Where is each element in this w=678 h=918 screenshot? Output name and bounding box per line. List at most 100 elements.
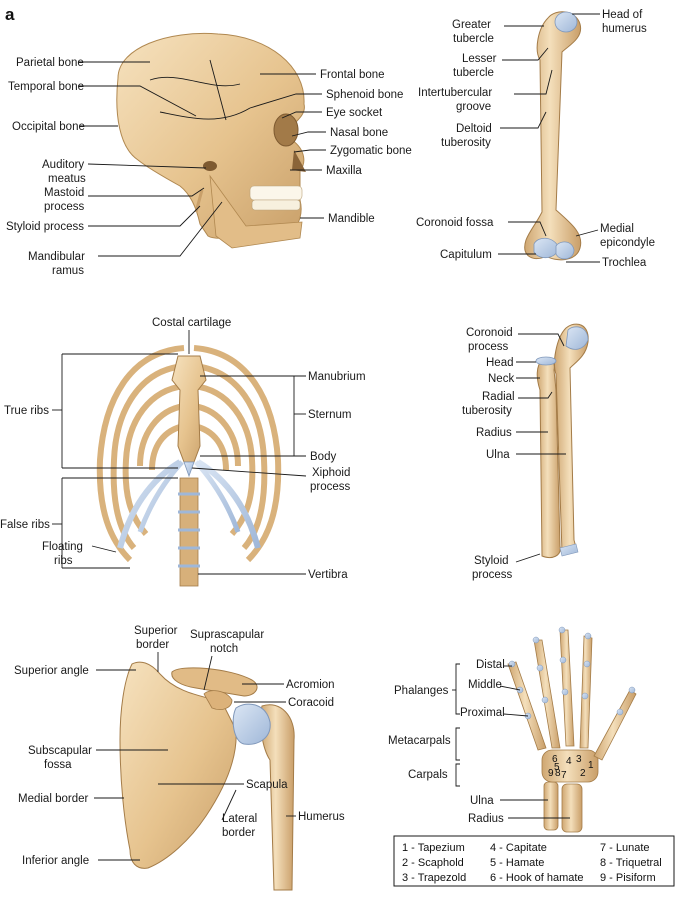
label-vertibra: Vertibra — [308, 569, 348, 581]
label-distal: Distal — [476, 659, 505, 671]
label-radial: Radial — [482, 391, 515, 403]
label-radius: Radius — [476, 427, 512, 439]
legend-item-2: 2 - Scaphold — [402, 857, 464, 869]
legend-item-9: 9 - Pisiform — [600, 872, 656, 884]
hand-labels: Distal Phalanges Middle Proximal Metacar… — [388, 659, 594, 825]
label-parietal-bone: Parietal bone — [16, 57, 84, 69]
label-neck: Neck — [488, 373, 514, 385]
legend-item-7: 7 - Lunate — [600, 842, 650, 854]
carpal-num-6: 6 — [552, 754, 558, 765]
label-proximal: Proximal — [460, 707, 505, 719]
label-phalanges: Phalanges — [394, 685, 449, 697]
legend-item-4: 4 - Capitate — [490, 842, 547, 854]
ribcage-leaders — [52, 330, 307, 575]
label-nasal-bone: Nasal bone — [330, 127, 388, 139]
label-ulna: Ulna — [486, 449, 510, 461]
label-coronoid: Coronoid — [466, 327, 513, 339]
label-manubrium: Manubrium — [308, 371, 366, 383]
label-eye-socket: Eye socket — [326, 107, 383, 119]
forearm-illustration — [535, 323, 589, 559]
label-sphenoid-bone: Sphenoid bone — [326, 89, 403, 101]
legend-item-8: 8 - Triquetral — [600, 857, 662, 869]
label-true-ribs: True ribs — [4, 405, 49, 417]
label-intertubercular: Intertubercular — [418, 87, 492, 99]
label-styloid-process: Styloid process — [6, 221, 84, 233]
panel-letter: a — [5, 5, 15, 24]
label-capitulum: Capitulum — [440, 249, 492, 261]
label-auditory: Auditory — [42, 159, 84, 171]
label-scapula: Scapula — [246, 779, 288, 791]
label-coronoid-process: process — [468, 341, 509, 353]
label-superior: Superior — [134, 625, 178, 637]
label-floating: Floating — [42, 541, 83, 553]
label-trochlea: Trochlea — [602, 257, 647, 269]
label-lateral-border: border — [222, 827, 255, 839]
label-lateral: Lateral — [222, 813, 257, 825]
label-xiphoid: Xiphoid — [312, 467, 350, 479]
carpal-num-4: 4 — [566, 756, 572, 767]
label-body: Body — [310, 451, 336, 463]
carpal-num-3: 3 — [576, 754, 582, 765]
label-inferior-angle: Inferior angle — [22, 855, 89, 867]
label-mastoid: Mastoid — [44, 187, 84, 199]
label-hand-ulna: Ulna — [470, 795, 494, 807]
carpal-num-2: 2 — [580, 768, 586, 779]
forearm-labels: Coronoid process Head Neck Radial tubero… — [462, 327, 515, 581]
label-sternum: Sternum — [308, 409, 351, 421]
legend-item-3: 3 - Trapezold — [402, 872, 466, 884]
label-subscapular: Subscapular — [28, 745, 92, 757]
label-maxilla: Maxilla — [326, 165, 362, 177]
label-suprascapular: Suprascapular — [190, 629, 264, 641]
label-groove: groove — [456, 101, 491, 113]
scapula-leaders — [94, 652, 296, 861]
label-coracoid: Coracoid — [288, 697, 334, 709]
carpal-legend: 1 - Tapezium 2 - Scaphold 3 - Trapezold … — [393, 835, 675, 887]
label-superior-angle: Superior angle — [14, 665, 89, 677]
hand-illustration — [507, 629, 637, 833]
label-occipital-bone: Occipital bone — [12, 121, 85, 133]
label-costal-cartilage: Costal cartilage — [152, 317, 231, 329]
label-mandible: Mandible — [328, 213, 375, 225]
carpal-num-9: 9 — [548, 768, 554, 779]
carpal-num-8: 8 — [555, 768, 561, 779]
carpal-num-1: 1 — [588, 760, 594, 771]
label-epicondyle: epicondyle — [600, 237, 655, 249]
label-medial-border: Medial border — [18, 793, 88, 805]
forearm-leaders — [515, 333, 566, 563]
label-temporal-bone: Temporal bone — [8, 81, 84, 93]
label-styloid: Styloid — [474, 555, 509, 567]
carpal-num-5: 5 — [554, 762, 560, 773]
label-medial: Medial — [600, 223, 634, 235]
label-lesser-tubercle: tubercle — [453, 67, 494, 79]
label-frontal-bone: Frontal bone — [320, 69, 385, 81]
label-greater: Greater — [452, 19, 491, 31]
label-head-of: Head of — [602, 9, 643, 21]
label-middle: Middle — [468, 679, 502, 691]
legend-item-1: 1 - Tapezium — [402, 842, 465, 854]
label-deltoid: Deltoid — [456, 123, 492, 135]
skull-leaders — [78, 61, 326, 257]
label-tubercle: tubercle — [453, 33, 494, 45]
label-ribs: ribs — [54, 555, 73, 567]
scapula-labels: Superior border Suprascapular notch Supe… — [14, 625, 345, 867]
skull-labels: Parietal bone Frontal bone Temporal bone… — [6, 57, 412, 277]
label-humerus: Humerus — [298, 811, 345, 823]
humerus-labels: Greater tubercle Head of humerus Lesser … — [416, 9, 655, 269]
humerus-illustration — [524, 11, 582, 261]
label-notch: notch — [210, 643, 238, 655]
label-mandibular: Mandibular — [28, 251, 85, 263]
label-false-ribs: False ribs — [0, 519, 50, 531]
label-hand-radius: Radius — [468, 813, 504, 825]
skull-illustration — [116, 32, 306, 249]
label-metacarpals: Metacarpals — [388, 735, 451, 747]
label-ramus: ramus — [52, 265, 84, 277]
ribcage-illustration — [96, 345, 282, 587]
legend-item-6: 6 - Hook of hamate — [490, 872, 584, 884]
label-coronoid-fossa: Coronoid fossa — [416, 217, 494, 229]
label-border: border — [136, 639, 169, 651]
label-process: process — [310, 481, 351, 493]
label-acromion: Acromion — [286, 679, 335, 691]
label-mastoid-process: process — [44, 201, 85, 213]
label-humerus: humerus — [602, 23, 647, 35]
label-head: Head — [486, 357, 514, 369]
